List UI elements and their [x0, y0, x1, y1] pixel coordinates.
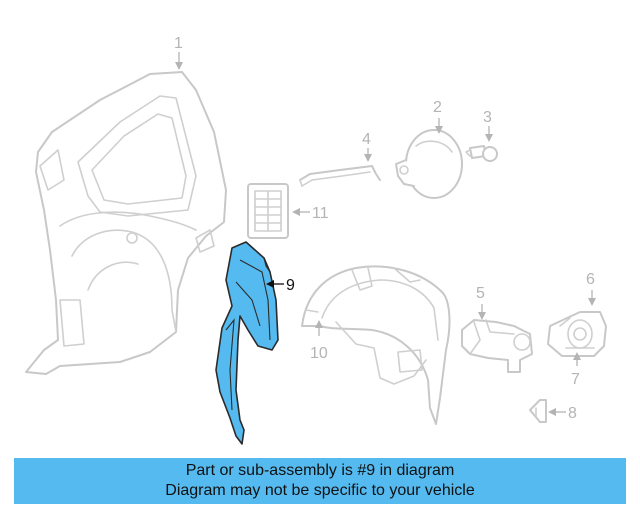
parts-diagram: 1 2 3 4 11 [25, 35, 607, 445]
part-clip [529, 399, 547, 423]
info-banner: Part or sub-assembly is #9 in diagram Di… [14, 458, 626, 504]
part-extension-highlighted [215, 241, 279, 445]
callout-3: 3 [483, 109, 492, 126]
part-wheelhouse-liner [301, 265, 451, 425]
part-filler-housing [461, 319, 533, 373]
part-quarter-panel [25, 71, 227, 375]
callout-2: 2 [433, 99, 442, 116]
callout-11: 11 [312, 205, 329, 222]
part-filler-pocket [547, 311, 607, 357]
callout-6: 6 [586, 271, 595, 288]
part-screw [465, 145, 498, 162]
callout-7: 7 [571, 371, 580, 388]
callout-1: 1 [174, 35, 183, 52]
callout-9: 9 [286, 277, 295, 294]
part-vent-grille [247, 183, 289, 239]
callout-10: 10 [310, 345, 328, 362]
part-fuel-door [395, 129, 463, 199]
banner-line-part: Part or sub-assembly is #9 in diagram [185, 462, 455, 479]
callout-8: 8 [568, 405, 577, 422]
callout-4: 4 [362, 131, 371, 148]
part-rod [299, 165, 381, 187]
banner-line-disclaimer: Diagram may not be specific to your vehi… [165, 482, 475, 499]
callout-5: 5 [476, 285, 485, 302]
